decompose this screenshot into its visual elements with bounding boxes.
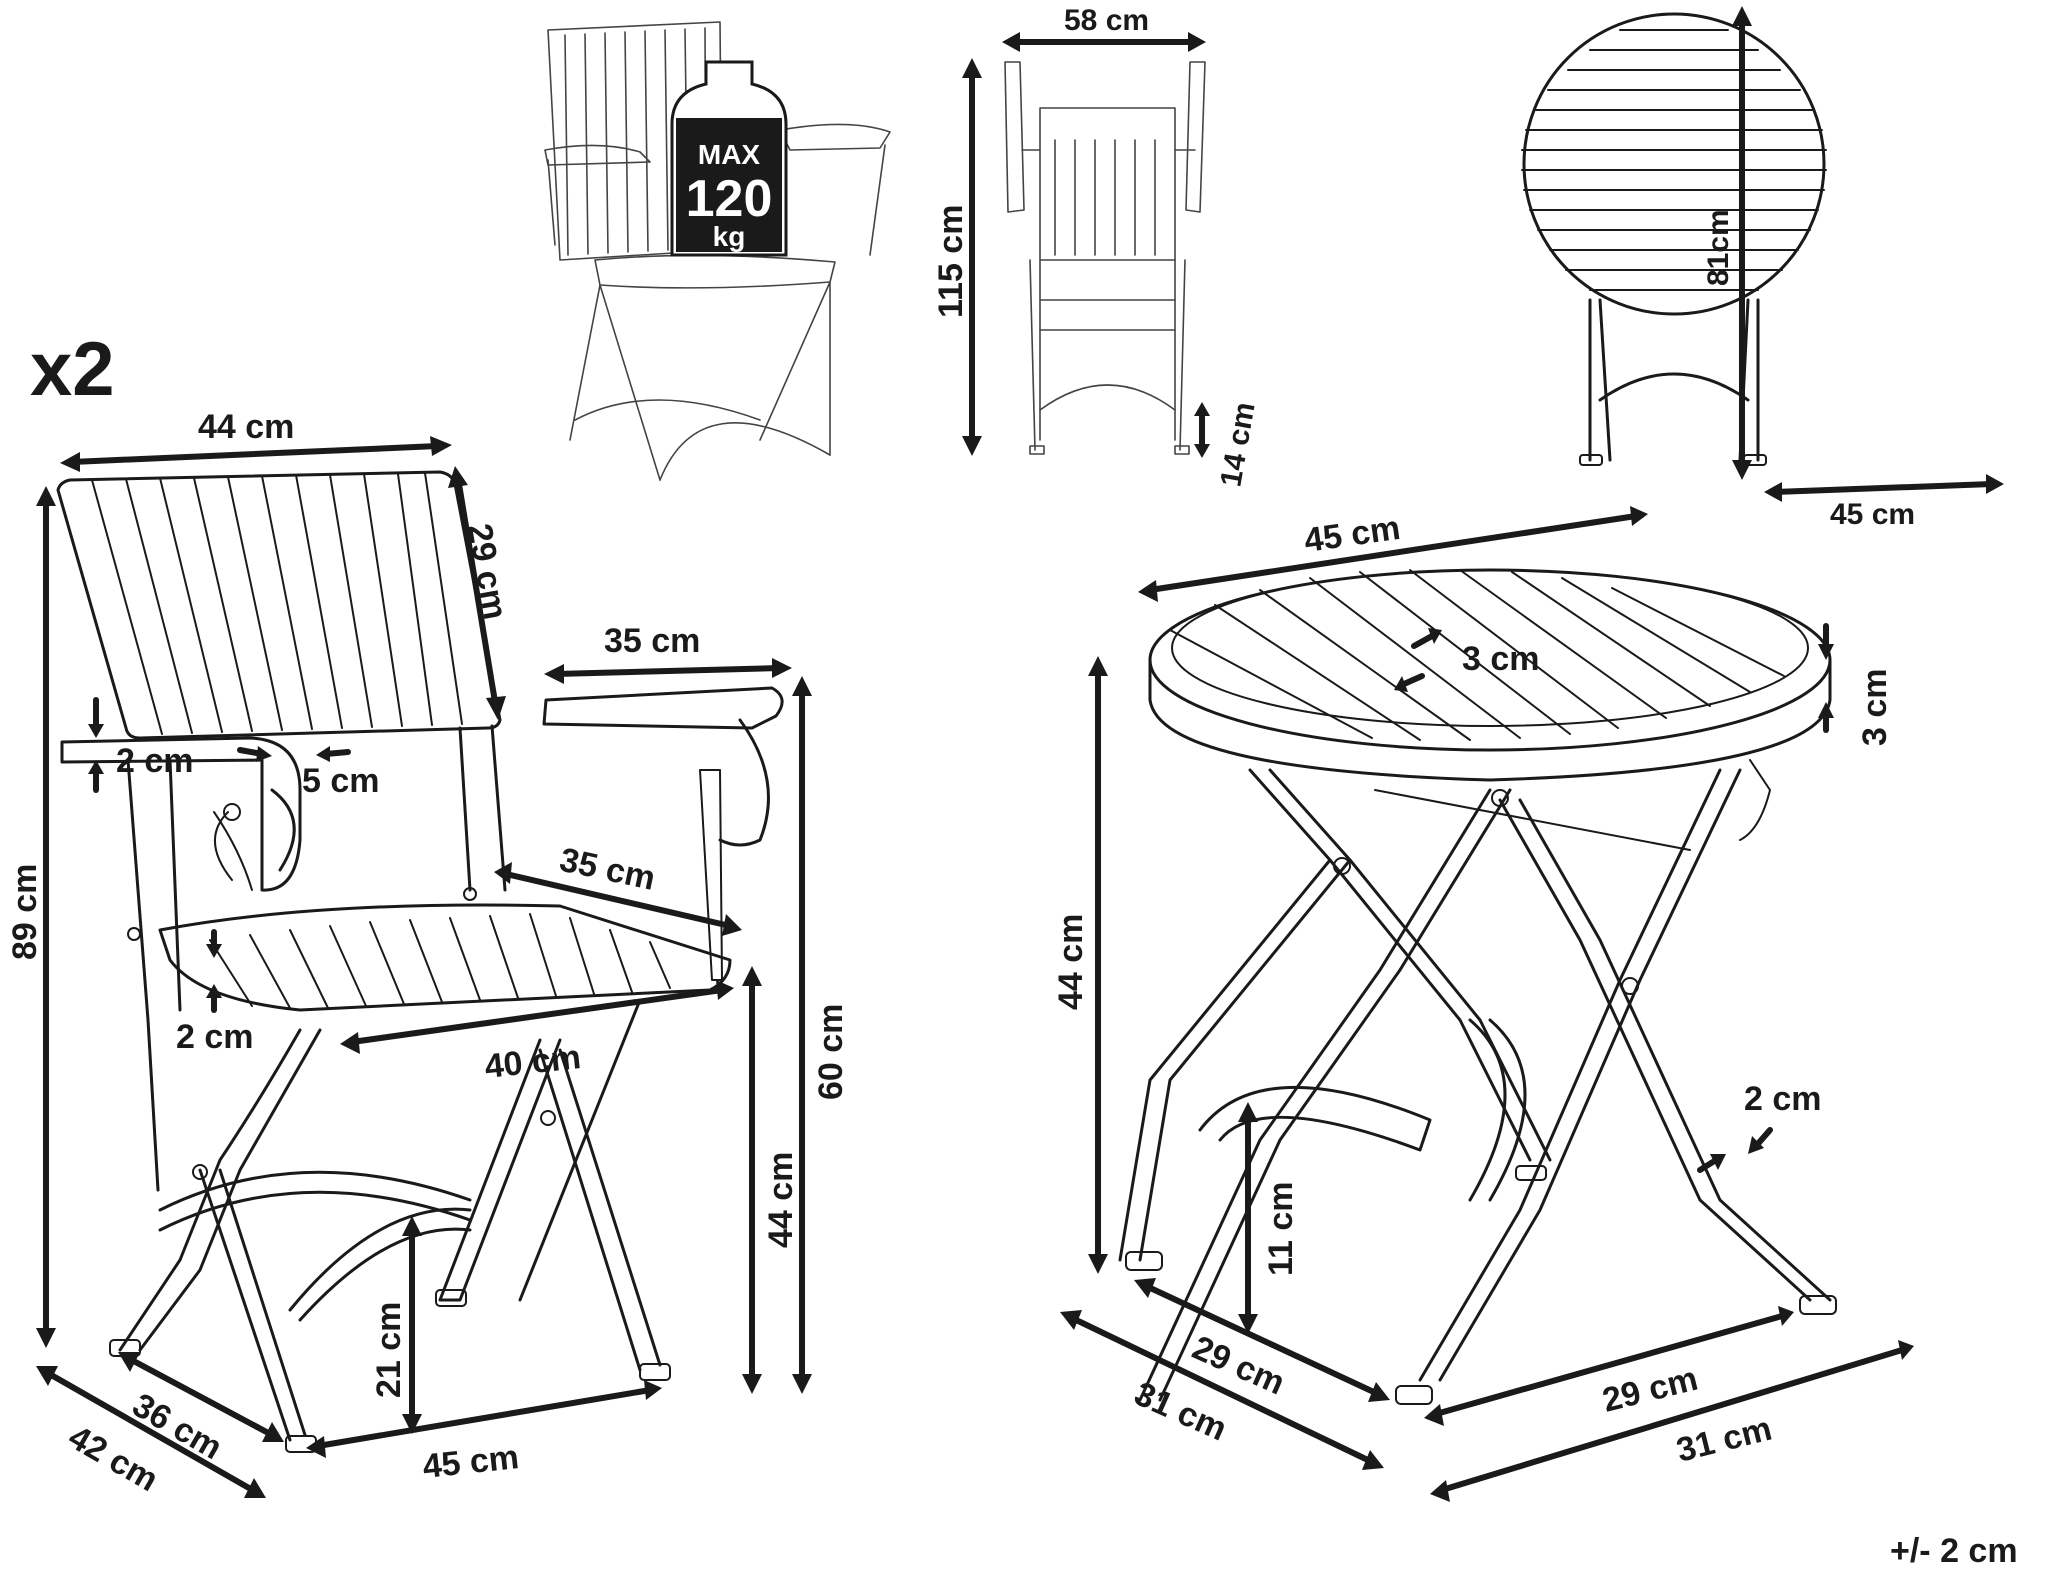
chair-main-drawing bbox=[56, 470, 784, 1453]
dimension-lines bbox=[36, 6, 2004, 1502]
label-inner-left: 29 cm bbox=[1187, 1329, 1291, 1403]
tolerance-note: +/- 2 cm bbox=[1890, 1532, 2018, 1570]
label-side-crossbar: 14 cm bbox=[1214, 400, 1261, 490]
label-table-height: 44 cm bbox=[1052, 914, 1090, 1010]
label-backrest-width: 44 cm bbox=[198, 408, 294, 446]
label-total-height: 89 cm bbox=[6, 864, 44, 960]
label-folded-width: 45 cm bbox=[1830, 498, 1915, 531]
label-slat-gap: 3 cm bbox=[1462, 640, 1540, 678]
label-top-thickness: 3 cm bbox=[1856, 669, 1894, 747]
table-folded-view bbox=[1521, 12, 1827, 466]
label-armrest-height: 60 cm bbox=[812, 1004, 850, 1100]
label-base-width: 45 cm bbox=[421, 1438, 521, 1486]
dimension-labels: 58 cm 115 cm 14 cm 81cm 45 cm 44 cm 29 c… bbox=[6, 4, 2018, 1570]
max-load-line2: 120 bbox=[686, 170, 773, 228]
chair-perspective-small bbox=[544, 21, 891, 481]
max-load-badge: MAX 120 kg bbox=[670, 60, 788, 257]
chair-side-view bbox=[1004, 61, 1206, 455]
label-seat-thickness: 2 cm bbox=[176, 1018, 254, 1056]
max-load-line1: MAX bbox=[698, 139, 761, 170]
quantity-label: x2 bbox=[30, 327, 115, 412]
label-outer-right: 31 cm bbox=[1673, 1410, 1776, 1470]
label-crossbar-height: 21 cm bbox=[370, 1302, 408, 1398]
label-seat-height: 44 cm bbox=[762, 1152, 800, 1248]
label-armrest-width: 5 cm bbox=[302, 762, 380, 800]
label-armrest-length: 35 cm bbox=[604, 622, 700, 660]
table-main-drawing bbox=[1118, 568, 1837, 1405]
label-side-width: 58 cm bbox=[1064, 4, 1149, 37]
label-backrest-height: 29 cm bbox=[460, 521, 514, 623]
label-armrest-thickness: 2 cm bbox=[116, 742, 194, 780]
max-load-line3: kg bbox=[713, 221, 746, 252]
label-folded-height: 81cm bbox=[1702, 209, 1735, 286]
label-crossbar-height-table: 11 cm bbox=[1262, 1181, 1300, 1276]
label-inner-right: 29 cm bbox=[1599, 1360, 1702, 1420]
label-side-height: 115 cm bbox=[932, 205, 970, 318]
label-leg-width: 2 cm bbox=[1744, 1080, 1822, 1118]
